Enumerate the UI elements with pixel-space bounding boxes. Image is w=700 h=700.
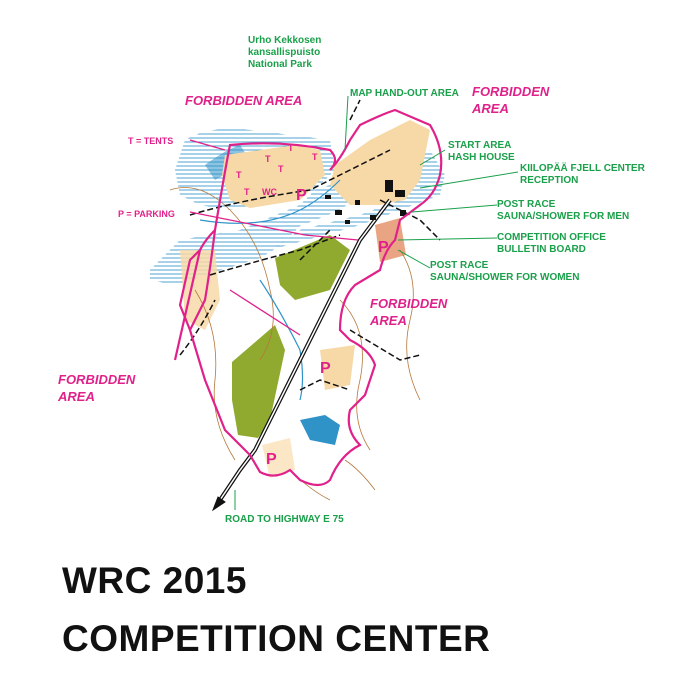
svg-text:T: T [236,170,242,180]
forbidden-inner-lines [189,139,359,336]
main-road [211,198,392,512]
forbidden-label-w-1: FORBIDDEN [58,372,136,387]
svg-text:T: T [265,154,271,164]
leader-lines [234,95,519,510]
title-line-1: WRC 2015 [62,560,247,601]
svg-text:SAUNA/SHOWER FOR WOMEN: SAUNA/SHOWER FOR WOMEN [430,272,579,283]
buildings [325,180,406,224]
streams [199,179,341,401]
svg-text:COMPETITION OFFICE: COMPETITION OFFICE [497,232,606,243]
svg-text:T: T [312,152,318,162]
map-markers: T T T T T T WC P P P P [236,143,389,468]
forbidden-label-ne-2: AREA [471,101,509,116]
water [300,415,340,445]
road-label: ROAD TO HIGHWAY E 75 [225,514,344,525]
forest-blocks [232,235,350,438]
svg-text:National Park: National Park [248,59,312,70]
svg-text:KIILOPÄÄ FJELL CENTER: KIILOPÄÄ FJELL CENTER [520,161,646,174]
parking-marker-2: P [378,239,389,256]
svg-text:T: T [278,164,284,174]
facility-annotations: MAP HAND-OUT AREA START AREA HASH HOUSE … [225,88,646,525]
forbidden-area-label-nw: FORBIDDEN AREA [185,93,302,108]
tracks [179,99,441,391]
forbidden-label-c-1: FORBIDDEN [370,296,448,311]
map-handout-label: MAP HAND-OUT AREA [350,88,459,99]
parking-marker-3: P [320,360,331,377]
forbidden-label-ne-1: FORBIDDEN [472,84,550,99]
svg-text:POST RACE: POST RACE [497,199,556,210]
svg-text:START AREA: START AREA [448,140,511,151]
svg-text:kansallispuisto: kansallispuisto [248,47,320,58]
forbidden-label-c-2: AREA [369,313,407,328]
parking-marker-4: P [266,451,277,468]
wc-marker: WC [262,187,277,197]
svg-text:T: T [288,143,294,153]
svg-text:RECEPTION: RECEPTION [520,175,578,186]
forbidden-area-boundary [173,108,443,487]
legend-parking: P = PARKING [118,209,175,219]
title-line-2: COMPETITION CENTER [62,618,491,659]
svg-text:BULLETIN BOARD: BULLETIN BOARD [497,244,586,255]
parking-marker-1: P [296,187,307,204]
legend-tents: T = TENTS [128,136,173,146]
park-name: Urho Kekkosen kansallispuisto National P… [248,35,321,70]
svg-text:Urho Kekkosen: Urho Kekkosen [248,35,321,46]
svg-text:T: T [244,187,250,197]
svg-text:POST RACE: POST RACE [430,260,489,271]
forbidden-label-w-2: AREA [57,389,95,404]
forbidden-area-labels: FORBIDDEN AREA FORBIDDEN AREA FORBIDDEN … [57,84,550,404]
svg-text:SAUNA/SHOWER FOR MEN: SAUNA/SHOWER FOR MEN [497,211,629,222]
svg-text:HASH HOUSE: HASH HOUSE [448,152,515,163]
map-legend: T = TENTS P = PARKING [118,136,175,219]
